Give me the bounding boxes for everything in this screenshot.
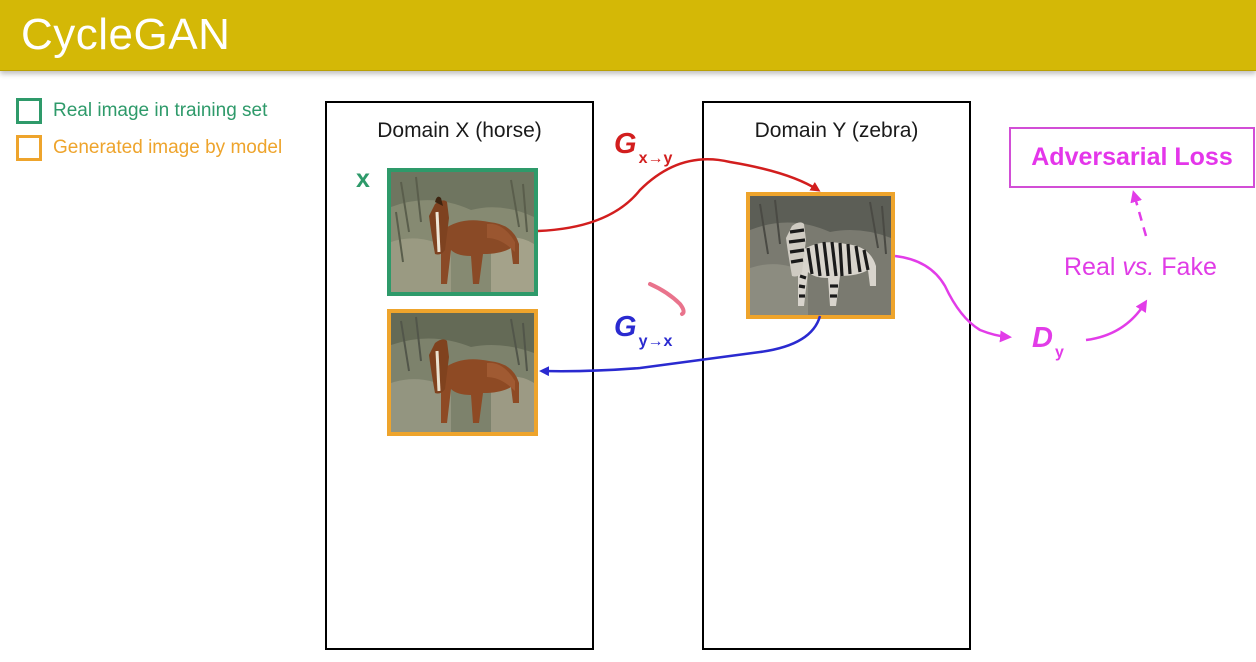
generator-yx-arrow bbox=[539, 315, 822, 377]
generator-xy-subscript: x→y bbox=[638, 150, 673, 167]
pointer-trail-icon bbox=[648, 282, 686, 316]
title-bar: CycleGAN bbox=[0, 0, 1256, 71]
generator-xy-arrow bbox=[537, 158, 821, 233]
discriminator-symbol: D bbox=[1032, 322, 1053, 354]
generated-zebra-image bbox=[746, 192, 895, 319]
sample-x-label: x bbox=[356, 165, 370, 193]
real-label: Real bbox=[1064, 253, 1123, 281]
discriminator-subscript: y bbox=[1054, 344, 1064, 361]
adversarial-loss-box: Adversarial Loss bbox=[1009, 127, 1255, 188]
real-fake-to-loss-arrow bbox=[1130, 190, 1148, 237]
real-vs-fake-label: Real vs. Fake bbox=[1064, 253, 1217, 282]
legend-real-swatch bbox=[16, 98, 42, 124]
legend-generated-label: Generated image by model bbox=[53, 137, 283, 158]
horse-photo-icon bbox=[391, 172, 534, 292]
vs-label: vs. bbox=[1122, 253, 1155, 281]
fake-label: Fake bbox=[1154, 253, 1217, 281]
generator-xy-symbol: G bbox=[614, 128, 637, 160]
legend-generated: Generated image by model bbox=[16, 134, 282, 162]
zebra-photo-icon bbox=[750, 196, 891, 315]
slide-title: CycleGAN bbox=[21, 10, 231, 59]
generator-yx-subscript: y→x bbox=[638, 333, 673, 350]
horse-photo-icon bbox=[391, 313, 534, 432]
zebra-to-discriminator-arrow bbox=[894, 254, 1012, 343]
legend-generated-swatch bbox=[16, 135, 42, 161]
domain-x-title: Domain X (horse) bbox=[377, 119, 542, 142]
discriminator-output-arrow bbox=[1085, 299, 1148, 342]
legend-real-label: Real image in training set bbox=[53, 100, 268, 121]
real-horse-image bbox=[387, 168, 538, 296]
domain-y-title: Domain Y (zebra) bbox=[754, 119, 919, 142]
legend-real: Real image in training set bbox=[16, 97, 267, 125]
generator-yx-symbol: G bbox=[614, 311, 637, 343]
reconstructed-horse-image bbox=[387, 309, 538, 436]
